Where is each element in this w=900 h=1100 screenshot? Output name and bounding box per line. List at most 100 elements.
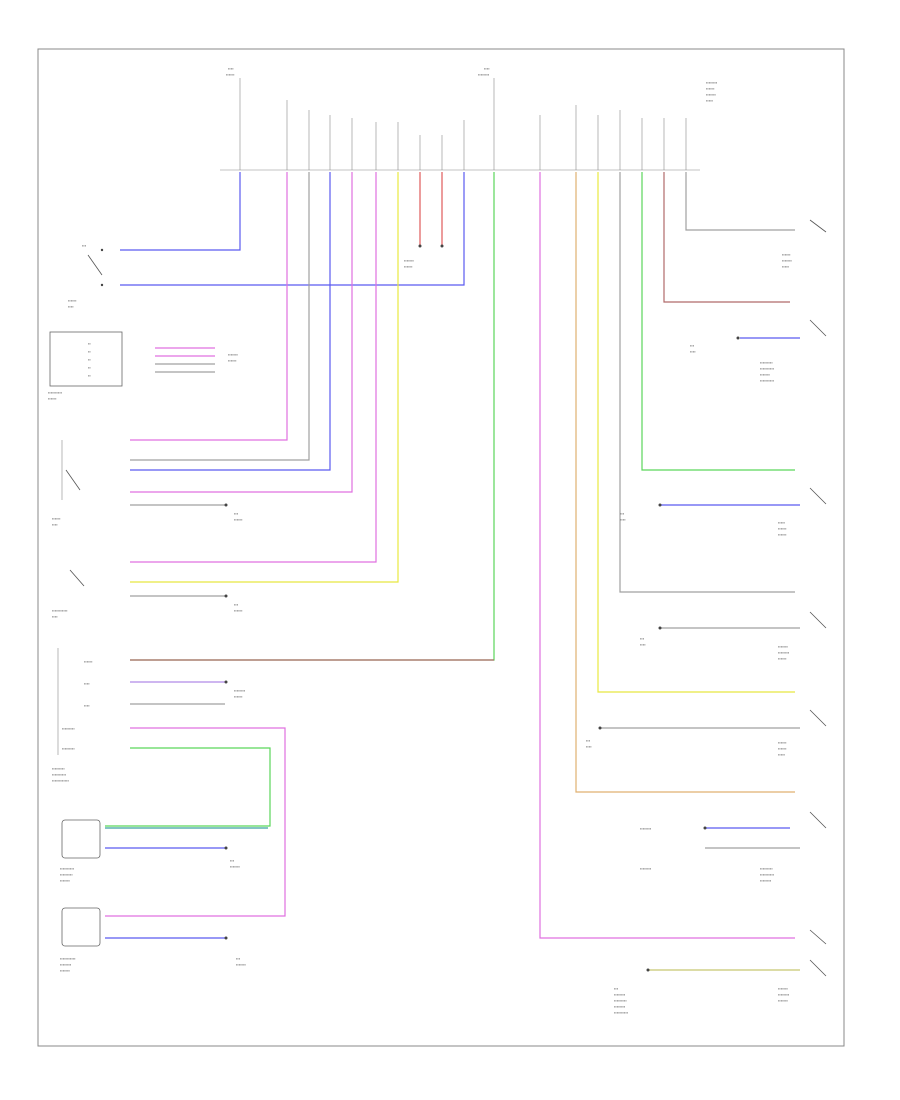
svg-text:▪▪▪▪▪▪: ▪▪▪▪▪▪: [226, 72, 235, 77]
svg-text:▪▪▪▪▪▪: ▪▪▪▪▪▪: [68, 298, 77, 303]
svg-text:▪▪▪▪▪▪▪▪: ▪▪▪▪▪▪▪▪: [778, 992, 790, 997]
seat-belt-sensor-driver: ▪▪▪▪▪▪▪▪▪▪ ▪▪▪▪▪▪▪▪▪ ▪▪▪▪▪▪▪ ▪▪▪ ▪▪▪▪▪▪▪: [60, 819, 241, 883]
svg-text:▪▪▪▪▪▪▪▪: ▪▪▪▪▪▪▪▪: [234, 688, 246, 693]
svg-text:▪▪▪▪▪▪▪▪▪: ▪▪▪▪▪▪▪▪▪: [760, 866, 773, 871]
svg-text:▪▪▪▪: ▪▪▪▪: [586, 744, 592, 749]
svg-text:▪▪▪▪▪▪▪: ▪▪▪▪▪▪▪: [228, 352, 239, 357]
svg-text:▪▪▪▪▪▪: ▪▪▪▪▪▪: [778, 532, 787, 537]
svg-text:▪▪▪▪▪▪▪▪: ▪▪▪▪▪▪▪▪: [706, 80, 718, 85]
svg-text:▪▪▪▪: ▪▪▪▪: [68, 304, 74, 309]
svg-text:▪▪▪: ▪▪▪: [230, 858, 235, 863]
svg-text:▪▪▪▪▪▪▪▪▪: ▪▪▪▪▪▪▪▪▪: [614, 998, 627, 1003]
svg-text:▪▪▪: ▪▪▪: [234, 602, 239, 607]
svg-text:▪▪: ▪▪: [88, 373, 91, 378]
svg-text:▪▪▪▪▪▪▪▪▪: ▪▪▪▪▪▪▪▪▪: [62, 726, 75, 731]
wire-pink-sw2-2: [130, 172, 353, 493]
svg-text:▪▪▪▪▪▪▪▪▪▪▪: ▪▪▪▪▪▪▪▪▪▪▪: [60, 956, 76, 961]
svg-text:▪▪▪▪▪▪▪: ▪▪▪▪▪▪▪: [60, 878, 71, 883]
svg-text:▪▪▪▪▪▪▪: ▪▪▪▪▪▪▪: [706, 92, 717, 97]
svg-text:▪▪▪▪: ▪▪▪▪: [640, 642, 646, 647]
svg-text:▪▪▪▪▪▪▪▪: ▪▪▪▪▪▪▪▪: [478, 72, 490, 77]
wire-yellow-right: [597, 172, 795, 693]
svg-text:▪▪▪▪▪▪▪▪: ▪▪▪▪▪▪▪▪: [760, 878, 772, 883]
wire-pink-sw2-1: [130, 172, 288, 441]
svg-text:▪▪▪▪▪▪▪: ▪▪▪▪▪▪▪: [782, 258, 793, 263]
svg-text:▪▪▪▪▪▪▪: ▪▪▪▪▪▪▪: [230, 864, 241, 869]
svg-text:▪▪▪▪▪▪: ▪▪▪▪▪▪: [234, 517, 243, 522]
svg-text:▪▪▪▪▪▪▪: ▪▪▪▪▪▪▪: [778, 998, 789, 1003]
svg-text:▪▪▪▪▪▪▪▪▪▪▪▪: ▪▪▪▪▪▪▪▪▪▪▪▪: [52, 778, 70, 783]
svg-text:▪▪▪▪▪▪▪: ▪▪▪▪▪▪▪: [236, 962, 247, 967]
svg-text:▪▪: ▪▪: [88, 357, 91, 362]
svg-text:▪▪▪▪▪▪: ▪▪▪▪▪▪: [48, 396, 57, 401]
diagram-frame: [37, 48, 845, 1047]
svg-text:▪▪▪▪: ▪▪▪▪: [484, 66, 490, 71]
svg-text:▪▪▪▪▪: ▪▪▪▪▪: [778, 752, 786, 757]
svg-text:▪▪: ▪▪: [88, 365, 91, 370]
svg-text:▪▪▪: ▪▪▪: [620, 511, 625, 516]
svg-text:▪▪▪▪▪▪: ▪▪▪▪▪▪: [52, 516, 61, 521]
svg-text:▪▪▪▪▪: ▪▪▪▪▪: [706, 98, 714, 103]
svg-text:▪▪▪▪▪▪▪▪: ▪▪▪▪▪▪▪▪: [778, 650, 790, 655]
svg-text:▪▪▪▪: ▪▪▪▪: [620, 517, 626, 522]
module-connector-right: ▪▪▪▪ ▪▪▪▪▪▪▪▪ ▪▪▪▪▪▪▪▪ ▪▪▪▪▪▪ ▪▪▪▪▪▪▪ ▪▪…: [478, 66, 718, 171]
svg-text:▪▪▪▪▪▪▪▪▪▪: ▪▪▪▪▪▪▪▪▪▪: [52, 772, 67, 777]
svg-text:▪▪▪▪▪▪▪: ▪▪▪▪▪▪▪: [60, 968, 71, 973]
svg-text:▪▪▪▪▪▪: ▪▪▪▪▪▪: [234, 608, 243, 613]
svg-text:▪▪▪: ▪▪▪: [234, 511, 239, 516]
switch-right-6: ▪▪▪▪▪▪▪▪ ▪▪▪▪▪▪▪▪ ▪▪▪▪▪▪▪▪▪ ▪▪▪▪▪▪▪▪▪▪ ▪…: [640, 811, 827, 883]
svg-text:▪▪: ▪▪: [88, 341, 91, 346]
wire-green-restraint: [105, 747, 271, 827]
svg-text:▪▪▪▪▪▪: ▪▪▪▪▪▪: [782, 252, 791, 257]
switch-right-2: ▪▪▪▪▪▪▪ ▪▪▪▪▪▪▪▪▪ ▪▪▪▪▪▪▪▪▪▪ ▪▪▪▪▪▪▪ ▪▪▪…: [690, 319, 827, 383]
svg-text:▪▪▪▪▪: ▪▪▪▪▪: [778, 520, 786, 525]
wire-gray-right-1: [685, 172, 795, 231]
svg-text:▪▪▪: ▪▪▪: [82, 243, 87, 248]
switch-right-4: ▪▪▪▪▪▪▪ ▪▪▪▪▪▪▪ ▪▪▪▪▪▪▪▪ ▪▪▪▪▪▪: [640, 611, 827, 661]
svg-text:▪▪▪▪▪▪▪▪▪▪: ▪▪▪▪▪▪▪▪▪▪: [760, 872, 775, 877]
svg-text:▪▪▪▪▪▪: ▪▪▪▪▪▪: [778, 740, 787, 745]
svg-text:▪▪▪▪▪▪▪▪▪▪: ▪▪▪▪▪▪▪▪▪▪: [760, 378, 775, 383]
wire-blue-1: [120, 172, 241, 251]
svg-text:▪▪▪▪▪▪: ▪▪▪▪▪▪: [778, 656, 787, 661]
wire-pink-right: [539, 172, 795, 939]
svg-text:▪▪▪▪▪▪: ▪▪▪▪▪▪: [234, 694, 243, 699]
wire-pink-restraint: [105, 727, 286, 917]
svg-text:▪▪▪▪: ▪▪▪▪: [52, 522, 58, 527]
wire-blue-sw2: [130, 172, 331, 471]
svg-text:▪▪▪▪▪▪▪▪: ▪▪▪▪▪▪▪▪: [614, 1004, 626, 1009]
wire-orange-right: [575, 172, 795, 793]
svg-text:▪▪▪▪▪▪▪▪▪: ▪▪▪▪▪▪▪▪▪: [52, 766, 65, 771]
switch-left-2: ▪▪▪▪▪▪ ▪▪▪▪ ▪▪▪ ▪▪▪▪▪▪: [52, 440, 243, 527]
wire-green-main: [130, 172, 495, 661]
wire-yellow-sw3: [130, 172, 399, 583]
switch-left-1: ▪▪▪ ▪▪▪▪▪▪ ▪▪▪▪: [68, 243, 104, 309]
svg-text:▪▪▪▪▪▪▪▪▪▪: ▪▪▪▪▪▪▪▪▪▪: [760, 366, 775, 371]
svg-text:▪▪▪: ▪▪▪: [640, 636, 645, 641]
svg-text:▪▪▪▪▪▪▪▪: ▪▪▪▪▪▪▪▪: [640, 826, 652, 831]
svg-text:▪▪▪▪▪▪▪: ▪▪▪▪▪▪▪: [778, 644, 789, 649]
svg-text:▪▪▪▪: ▪▪▪▪: [84, 681, 90, 686]
svg-text:▪▪▪▪: ▪▪▪▪: [52, 614, 58, 619]
switch-right-3: ▪▪▪▪▪▪▪ ▪▪▪▪▪ ▪▪▪▪▪▪ ▪▪▪▪▪▪: [620, 487, 827, 537]
connector-pin-stubs: [286, 100, 687, 170]
svg-text:▪▪▪▪▪▪▪: ▪▪▪▪▪▪▪: [760, 372, 771, 377]
svg-text:▪▪▪▪▪▪▪▪▪: ▪▪▪▪▪▪▪▪▪: [760, 360, 773, 365]
svg-text:▪▪▪▪▪▪: ▪▪▪▪▪▪: [228, 358, 237, 363]
svg-text:▪▪▪▪▪▪: ▪▪▪▪▪▪: [404, 264, 413, 269]
switch-left-3: ▪▪▪▪▪▪▪▪▪▪▪ ▪▪▪▪ ▪▪▪ ▪▪▪▪▪▪: [52, 569, 243, 619]
svg-text:▪▪▪▪▪▪: ▪▪▪▪▪▪: [778, 526, 787, 531]
svg-text:▪▪▪: ▪▪▪: [586, 738, 591, 743]
wire-brown-right: [663, 172, 790, 303]
switch-right-7: ▪▪▪ ▪▪▪▪▪▪▪▪ ▪▪▪▪▪▪▪▪▪ ▪▪▪▪▪▪▪▪ ▪▪▪▪▪▪▪▪…: [614, 929, 827, 1015]
svg-text:▪▪▪▪▪: ▪▪▪▪▪: [782, 264, 790, 269]
wire-blue-2: [120, 172, 465, 286]
svg-text:▪▪▪▪▪▪▪▪▪▪: ▪▪▪▪▪▪▪▪▪▪: [48, 390, 63, 395]
svg-text:▪▪▪▪▪▪▪▪: ▪▪▪▪▪▪▪▪: [640, 866, 652, 871]
switch-right-5: ▪▪▪▪▪▪▪ ▪▪▪▪▪▪ ▪▪▪▪▪▪ ▪▪▪▪▪: [586, 709, 827, 757]
splice-connector: ▪▪▪▪▪▪▪ ▪▪▪▪▪▪: [404, 244, 444, 269]
svg-text:▪▪▪▪▪▪▪▪▪▪: ▪▪▪▪▪▪▪▪▪▪: [60, 866, 75, 871]
svg-text:▪▪▪▪▪▪▪▪▪: ▪▪▪▪▪▪▪▪▪: [62, 746, 75, 751]
svg-text:▪▪▪▪▪▪▪▪: ▪▪▪▪▪▪▪▪: [614, 992, 626, 997]
module-left: ▪▪▪▪ ▪▪▪▪ ▪▪ ▪▪▪▪▪▪▪▪▪▪ ▪▪▪▪▪▪ ▪▪▪▪▪▪▪ ▪…: [48, 331, 239, 401]
